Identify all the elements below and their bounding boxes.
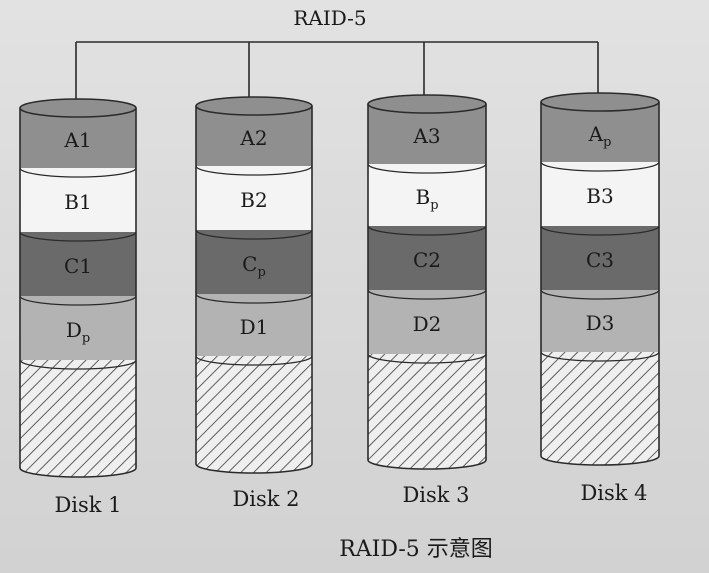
disk-top (196, 97, 312, 115)
block-label: D3 (586, 311, 615, 335)
free-space (196, 356, 312, 464)
block-label: A1 (63, 128, 91, 152)
free-space (368, 354, 486, 460)
block-label: D2 (413, 312, 442, 336)
block-label: B2 (240, 188, 267, 212)
block-label: C2 (413, 248, 441, 272)
block-label: C1 (64, 254, 92, 278)
disk-label: Disk 2 (232, 487, 299, 511)
block-label: D1 (240, 315, 269, 339)
disk-bottom (368, 460, 486, 469)
disk-bottom (541, 456, 659, 465)
disk-label: Disk 4 (580, 481, 647, 505)
disk-top (541, 93, 659, 111)
block-label: A3 (412, 124, 440, 148)
free-space (20, 360, 136, 468)
block-label: C3 (586, 248, 614, 272)
disk-bottom (196, 464, 312, 473)
disk-bottom (20, 468, 136, 477)
disk-top (368, 95, 486, 113)
block-label: B3 (586, 184, 613, 208)
disk-top (20, 99, 136, 117)
free-space (541, 352, 659, 456)
block-label: A2 (239, 126, 267, 150)
figure-caption: RAID-5 示意图 (339, 537, 493, 562)
connector-lines (76, 42, 598, 100)
disk-label: Disk 3 (402, 483, 469, 507)
block-label: B1 (64, 190, 91, 214)
raid-title: RAID-5 (293, 6, 366, 30)
disk-label: Disk 1 (54, 493, 121, 517)
